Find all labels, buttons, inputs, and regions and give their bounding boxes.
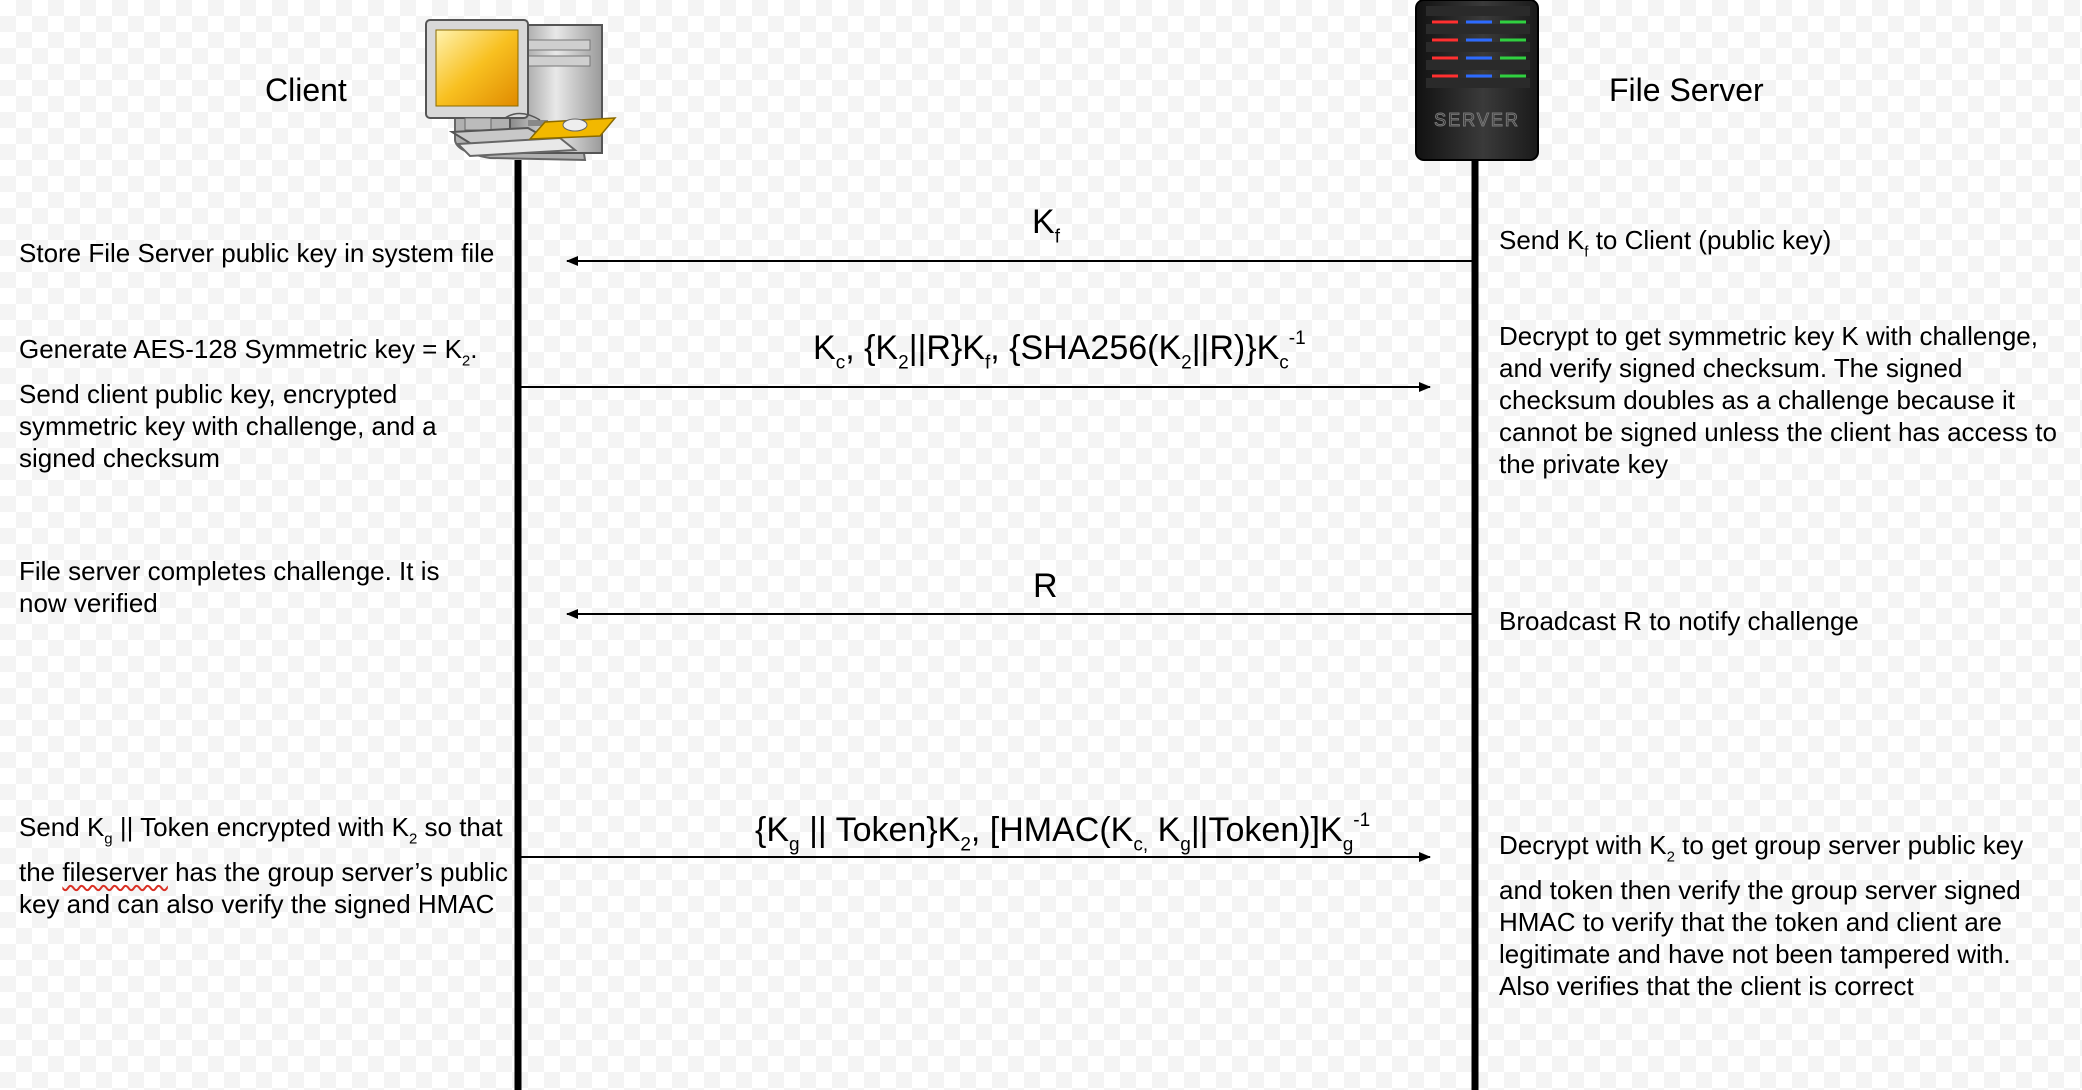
- message-label-1: Kf: [1032, 203, 1060, 248]
- message-label-2: Kc, {K2||R}Kf, {SHA256(K2||R)}Kc-1: [813, 328, 1306, 374]
- message-label-4: {Kg || Token}K2, [HMAC(Kc, Kg||Token)]Kg…: [755, 810, 1371, 856]
- client-note-1: Store File Server public key in system f…: [19, 238, 495, 268]
- server-note-2: Decrypt to get symmetric key K with chal…: [1499, 321, 2057, 479]
- server-actor-label: File Server: [1609, 72, 1764, 108]
- server-icon-label: SERVER: [1434, 110, 1520, 130]
- client-note-2: Generate AES-128 Symmetric key = K2. Sen…: [19, 334, 478, 473]
- desktop-computer-icon: [425, 19, 617, 162]
- server-note-4: Decrypt with K2 to get group server publ…: [1499, 830, 2024, 1001]
- client-note-3: File server completes challenge. It is n…: [19, 556, 440, 618]
- server-note-3: Broadcast R to notify challenge: [1499, 606, 1859, 636]
- server-note-1: Send Kf to Client (public key): [1499, 225, 1832, 261]
- client-note-4: Send Kg || Token encrypted with K2 so th…: [19, 812, 508, 919]
- server-tower-icon: SERVER: [1415, 0, 1539, 161]
- client-actor-label: Client: [265, 72, 347, 108]
- message-label-3: R: [1033, 567, 1058, 605]
